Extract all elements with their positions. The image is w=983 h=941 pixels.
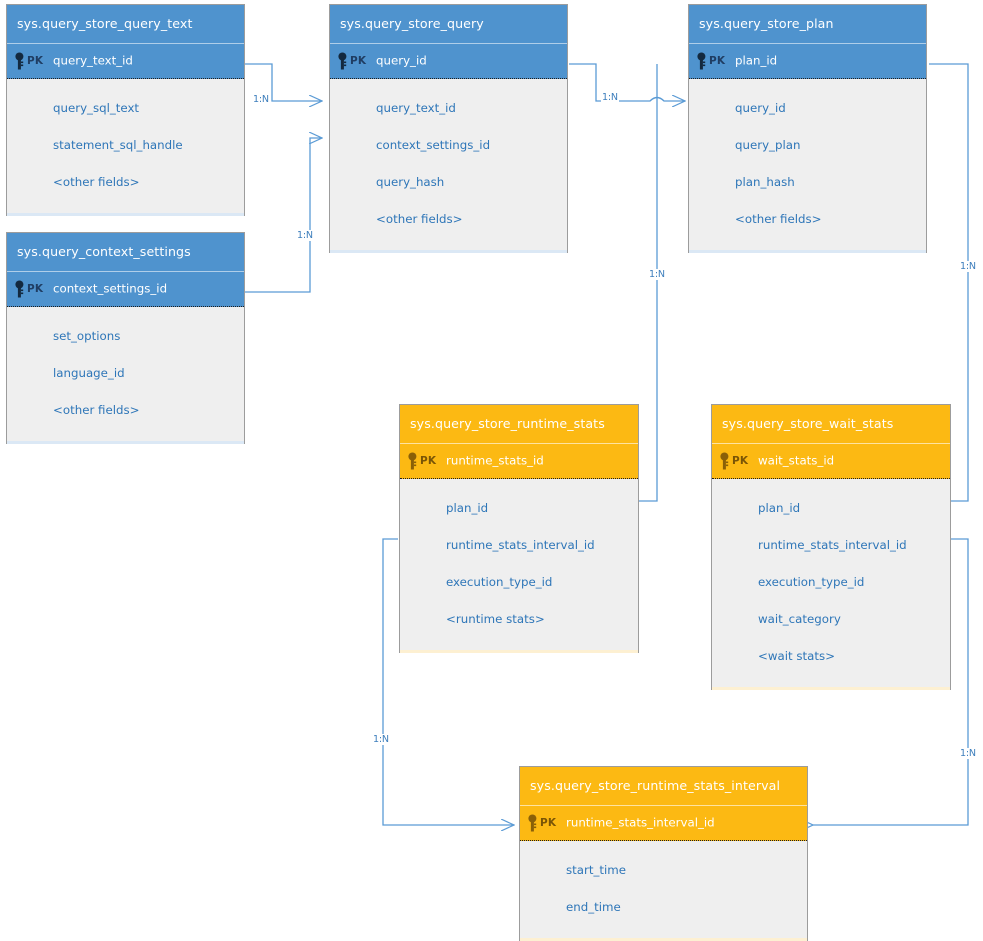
primary-key-row[interactable]: PK query_id: [330, 43, 567, 79]
pk-badge: PK: [27, 282, 44, 295]
field-row: plan_id: [446, 501, 489, 515]
key-icon: [408, 452, 417, 470]
edge-label-query-plan: 1:N: [601, 92, 619, 103]
edge-label-text-query: 1:N: [252, 94, 270, 105]
field-row: execution_type_id: [446, 575, 553, 589]
field-row: runtime_stats_interval_id: [758, 538, 907, 552]
entity-query-context-settings[interactable]: sys.query_context_settings PK context_se…: [6, 232, 245, 444]
entity-query-store-query[interactable]: sys.query_store_query PK query_id query_…: [329, 4, 568, 253]
key-icon: [338, 52, 347, 70]
entity-fields: plan_id runtime_stats_interval_id execut…: [400, 479, 638, 653]
pk-field-name: context_settings_id: [53, 281, 168, 296]
field-row: wait_category: [758, 612, 841, 626]
pk-badge: PK: [420, 454, 437, 467]
entity-fields: set_options language_id <other fields>: [7, 307, 244, 444]
primary-key-row[interactable]: PK context_settings_id: [7, 271, 244, 307]
field-row: query_plan: [735, 138, 801, 152]
entity-title: sys.query_store_query: [330, 5, 567, 43]
field-row: start_time: [566, 863, 627, 877]
entity-fields: plan_id runtime_stats_interval_id execut…: [712, 479, 950, 690]
edge-interval-to-runtime: [382, 538, 514, 825]
edge-label-plan-wait: 1:N: [959, 261, 977, 272]
edge-label-plan-runtime: 1:N: [648, 269, 666, 280]
field-row: plan_hash: [735, 175, 795, 189]
field-row: statement_sql_handle: [53, 138, 183, 152]
entity-title: sys.query_store_wait_stats: [712, 405, 950, 443]
entity-title: sys.query_store_runtime_stats_interval: [520, 767, 807, 805]
field-row: query_text_id: [376, 101, 456, 115]
field-row: set_options: [53, 329, 121, 343]
key-icon: [528, 814, 537, 832]
field-row: plan_id: [758, 501, 801, 515]
pk-field-name: query_id: [376, 53, 427, 68]
field-row: query_hash: [376, 175, 445, 189]
field-row: runtime_stats_interval_id: [446, 538, 595, 552]
pk-field-name: query_text_id: [53, 53, 133, 68]
pk-field-name: wait_stats_id: [758, 453, 835, 468]
key-icon: [15, 280, 24, 298]
field-row: end_time: [566, 900, 621, 914]
entity-fields: query_id query_plan plan_hash <other fie…: [689, 79, 926, 253]
pk-badge: PK: [540, 816, 557, 829]
pk-badge: PK: [709, 54, 726, 67]
field-row: <wait stats>: [758, 649, 836, 663]
edge-label-interval-wait: 1:N: [959, 748, 977, 759]
edge-plan-to-runtime: [634, 64, 658, 501]
entity-title: sys.query_store_query_text: [7, 5, 244, 43]
key-icon: [15, 52, 24, 70]
entity-query-store-query-text[interactable]: sys.query_store_query_text PK query_text…: [6, 4, 245, 216]
pk-field-name: runtime_stats_interval_id: [566, 815, 715, 830]
entity-query-store-runtime-stats[interactable]: sys.query_store_runtime_stats PK runtime…: [399, 404, 639, 653]
field-row: query_sql_text: [53, 101, 140, 115]
field-row: <other fields>: [376, 212, 463, 226]
field-row: <runtime stats>: [446, 612, 545, 626]
field-row: <other fields>: [53, 175, 140, 189]
edge-ctx-to-query: [245, 138, 322, 293]
entity-title: sys.query_context_settings: [7, 233, 244, 271]
key-icon: [720, 452, 729, 470]
field-row: <other fields>: [53, 403, 140, 417]
field-row: language_id: [53, 366, 125, 380]
edge-label-ctx-query: 1:N: [296, 230, 314, 241]
pk-badge: PK: [732, 454, 749, 467]
entity-fields: start_time end_time: [520, 841, 807, 941]
field-row: context_settings_id: [376, 138, 491, 152]
edge-wait-to-interval: [813, 538, 969, 825]
key-icon: [697, 52, 706, 70]
field-row: execution_type_id: [758, 575, 865, 589]
entity-query-store-wait-stats[interactable]: sys.query_store_wait_stats PK wait_stats…: [711, 404, 951, 690]
primary-key-row[interactable]: PK plan_id: [689, 43, 926, 79]
entity-fields: query_text_id context_settings_id query_…: [330, 79, 567, 253]
field-row: <other fields>: [735, 212, 822, 226]
primary-key-row[interactable]: PK wait_stats_id: [712, 443, 950, 479]
primary-key-row[interactable]: PK runtime_stats_id: [400, 443, 638, 479]
entity-fields: query_sql_text statement_sql_handle <oth…: [7, 79, 244, 216]
entity-query-store-runtime-stats-interval[interactable]: sys.query_store_runtime_stats_interval P…: [519, 766, 808, 941]
edge-text-to-query: [245, 63, 322, 101]
pk-field-name: runtime_stats_id: [446, 453, 544, 468]
primary-key-row[interactable]: PK query_text_id: [7, 43, 244, 79]
pk-badge: PK: [350, 54, 367, 67]
edge-label-interval-runtime: 1:N: [372, 734, 390, 745]
primary-key-row[interactable]: PK runtime_stats_interval_id: [520, 805, 807, 841]
entity-title: sys.query_store_plan: [689, 5, 926, 43]
pk-field-name: plan_id: [735, 53, 778, 68]
edge-query-to-plan: [569, 63, 685, 101]
edge-plan-to-wait: [929, 63, 969, 501]
field-row: query_id: [735, 101, 786, 115]
entity-query-store-plan[interactable]: sys.query_store_plan PK plan_id query_id…: [688, 4, 927, 253]
entity-title: sys.query_store_runtime_stats: [400, 405, 638, 443]
pk-badge: PK: [27, 54, 44, 67]
